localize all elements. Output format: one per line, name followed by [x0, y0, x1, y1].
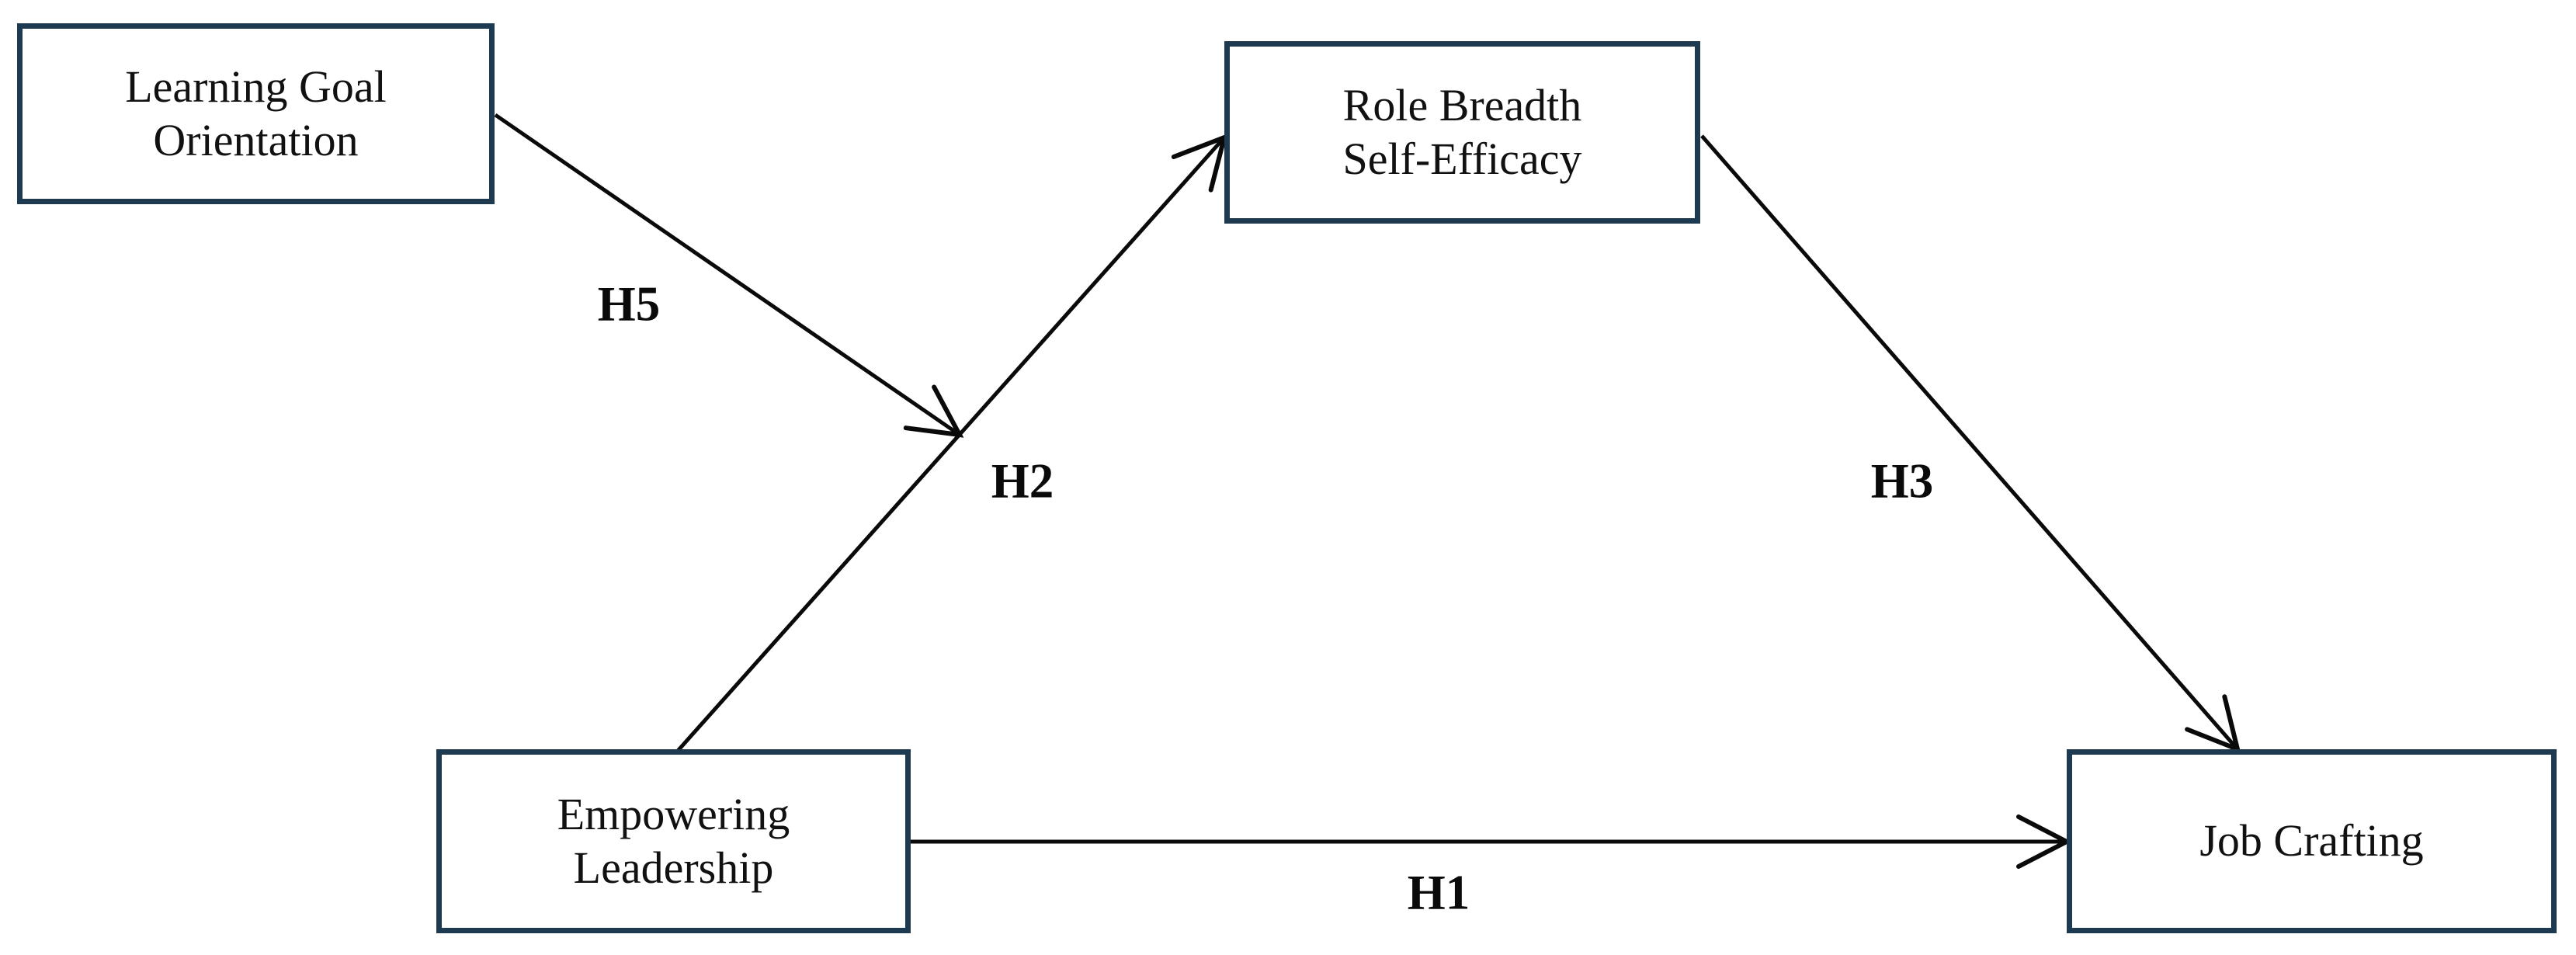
node-role-breadth-self-efficacy-label: Role Breadth Self-Efficacy: [1342, 80, 1582, 184]
edge-label-h5: H5: [597, 276, 661, 332]
node-empowering-leadership-label: Empowering Leadership: [557, 789, 790, 893]
edge-label-h2: H2: [991, 453, 1054, 509]
node-role-breadth-self-efficacy: Role Breadth Self-Efficacy: [1224, 41, 1700, 224]
node-learning-goal-orientation-label: Learning Goal Orientation: [125, 61, 387, 165]
arrow-h2: [676, 134, 1228, 752]
node-empowering-leadership: Empowering Leadership: [436, 749, 911, 933]
node-job-crafting: Job Crafting: [2067, 749, 2557, 933]
node-job-crafting-label: Job Crafting: [2199, 815, 2424, 866]
edge-label-h1: H1: [1407, 865, 1470, 920]
edge-label-h3: H3: [1870, 453, 1934, 509]
arrow-h5: [494, 113, 964, 438]
node-learning-goal-orientation: Learning Goal Orientation: [17, 23, 495, 204]
arrow-h3: [1700, 134, 2241, 753]
